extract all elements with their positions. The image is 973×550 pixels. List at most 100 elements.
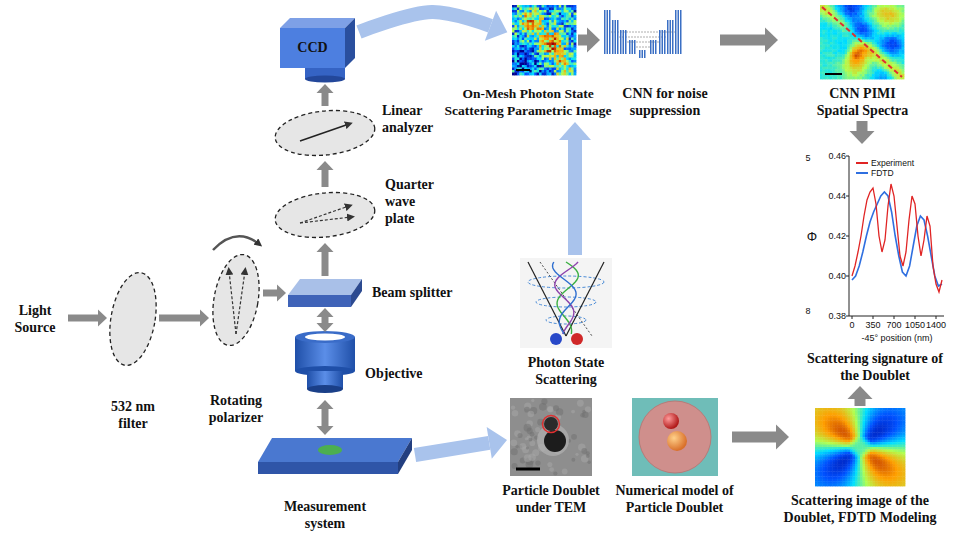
heatmap-pixel — [882, 7, 885, 10]
heatmap-pixel — [892, 15, 895, 18]
heatmap-pixel — [574, 35, 577, 38]
heatmap-pixel — [837, 57, 840, 60]
tem-image — [510, 399, 591, 476]
heatmap-pixel — [852, 54, 855, 57]
heatmap-pixel — [894, 74, 897, 77]
heatmap-pixel — [554, 70, 557, 73]
heatmap-pixel — [822, 35, 825, 38]
heatmap-pixel — [564, 60, 567, 63]
heatmap-pixel — [830, 62, 833, 65]
beam-splitter-drawing — [288, 295, 351, 307]
heatmap-pixel — [532, 63, 535, 66]
heatmap-pixel — [845, 410, 848, 413]
heatmap-pixel — [561, 60, 564, 63]
heatmap-pixel — [852, 67, 855, 70]
heatmap-pixel — [539, 60, 542, 63]
heatmap-pixel — [551, 40, 554, 43]
heatmap-pixel — [837, 52, 840, 55]
heatmap-pixel — [877, 77, 880, 80]
heatmap-pixel — [879, 49, 882, 52]
heatmap-pixel — [514, 35, 517, 38]
heatmap-pixel — [546, 25, 549, 28]
heatmap-pixel — [564, 58, 567, 61]
heatmap-pixel — [862, 72, 865, 75]
heatmap-pixel — [522, 53, 525, 56]
heatmap-pixel — [514, 28, 517, 31]
heatmap-pixel — [902, 52, 905, 55]
heatmap-pixel — [539, 8, 542, 11]
heatmap-pixel — [825, 77, 828, 80]
heatmap-pixel — [889, 25, 892, 28]
heatmap-pixel — [877, 62, 880, 65]
sample-stage-drawing — [258, 438, 412, 462]
heatmap-pixel — [892, 57, 895, 60]
heatmap-pixel — [564, 55, 567, 58]
heatmap-pixel — [884, 52, 887, 55]
heatmap-pixel — [864, 49, 867, 52]
heatmap-pixel — [878, 408, 881, 411]
heatmap-pixel — [519, 18, 522, 21]
heatmap-pixel — [852, 52, 855, 55]
heatmap-pixel — [898, 408, 901, 411]
heatmap-pixel — [847, 35, 850, 38]
heatmap-pixel — [512, 63, 515, 66]
heatmap-pixel — [564, 68, 567, 71]
heatmap-pixel — [830, 42, 833, 45]
heatmap-pixel — [556, 65, 559, 68]
heatmap-pixel — [847, 47, 850, 50]
heatmap-pixel — [850, 17, 853, 20]
heatmap-pixel — [884, 22, 887, 25]
heatmap-pixel — [554, 20, 557, 23]
heatmap-pixel — [845, 40, 848, 43]
heatmap-pixel — [872, 5, 875, 8]
heatmap-pixel — [865, 408, 868, 411]
network-icon — [632, 40, 634, 54]
heatmap-pixel — [571, 25, 574, 28]
heatmap-pixel — [517, 43, 520, 46]
heatmap-pixel — [857, 15, 860, 18]
heatmap-pixel — [884, 25, 887, 28]
heatmap-pixel — [862, 12, 865, 15]
heatmap-pixel — [897, 32, 900, 35]
heatmap-pixel — [889, 49, 892, 52]
heatmap-pixel — [852, 62, 855, 65]
heatmap-pixel — [850, 47, 853, 50]
heatmap-pixel — [862, 52, 865, 55]
heatmap-pixel — [860, 12, 863, 15]
heatmap-pixel — [544, 53, 547, 56]
heatmap-pixel — [897, 40, 900, 43]
heatmap-pixel — [840, 54, 843, 57]
heatmap-pixel — [899, 59, 902, 62]
heatmap-pixel — [832, 27, 835, 30]
heatmap-pixel — [517, 48, 520, 51]
tem-image — [582, 412, 588, 418]
heatmap-pixel — [527, 20, 530, 23]
filter-ellipse — [103, 269, 163, 369]
heatmap-pixel — [815, 408, 818, 411]
heatmap-pixel — [571, 18, 574, 21]
network-icon — [644, 50, 646, 58]
heatmap-pixel — [840, 410, 843, 413]
heatmap-pixel — [569, 30, 572, 33]
heatmap-pixel — [524, 33, 527, 36]
heatmap-pixel — [860, 32, 863, 35]
heatmap-pixel — [872, 74, 875, 77]
heatmap-pixel — [855, 17, 858, 20]
heatmap-pixel — [864, 7, 867, 10]
heatmap-pixel — [840, 5, 843, 8]
heatmap-pixel — [825, 54, 828, 57]
heatmap-pixel — [862, 64, 865, 67]
heatmap-pixel — [559, 38, 562, 41]
spatial-spectra-image — [822, 7, 902, 77]
heatmap-pixel — [889, 69, 892, 72]
heatmap-pixel — [900, 410, 903, 413]
heatmap-pixel — [519, 13, 522, 16]
heatmap-pixel — [519, 20, 522, 23]
heatmap-pixel — [855, 40, 858, 43]
heatmap-pixel — [850, 52, 853, 55]
heatmap-pixel — [892, 35, 895, 38]
heatmap-pixel — [872, 62, 875, 65]
heatmap-pixel — [561, 18, 564, 21]
heatmap-pixel — [855, 20, 858, 23]
heatmap-pixel — [574, 18, 577, 21]
